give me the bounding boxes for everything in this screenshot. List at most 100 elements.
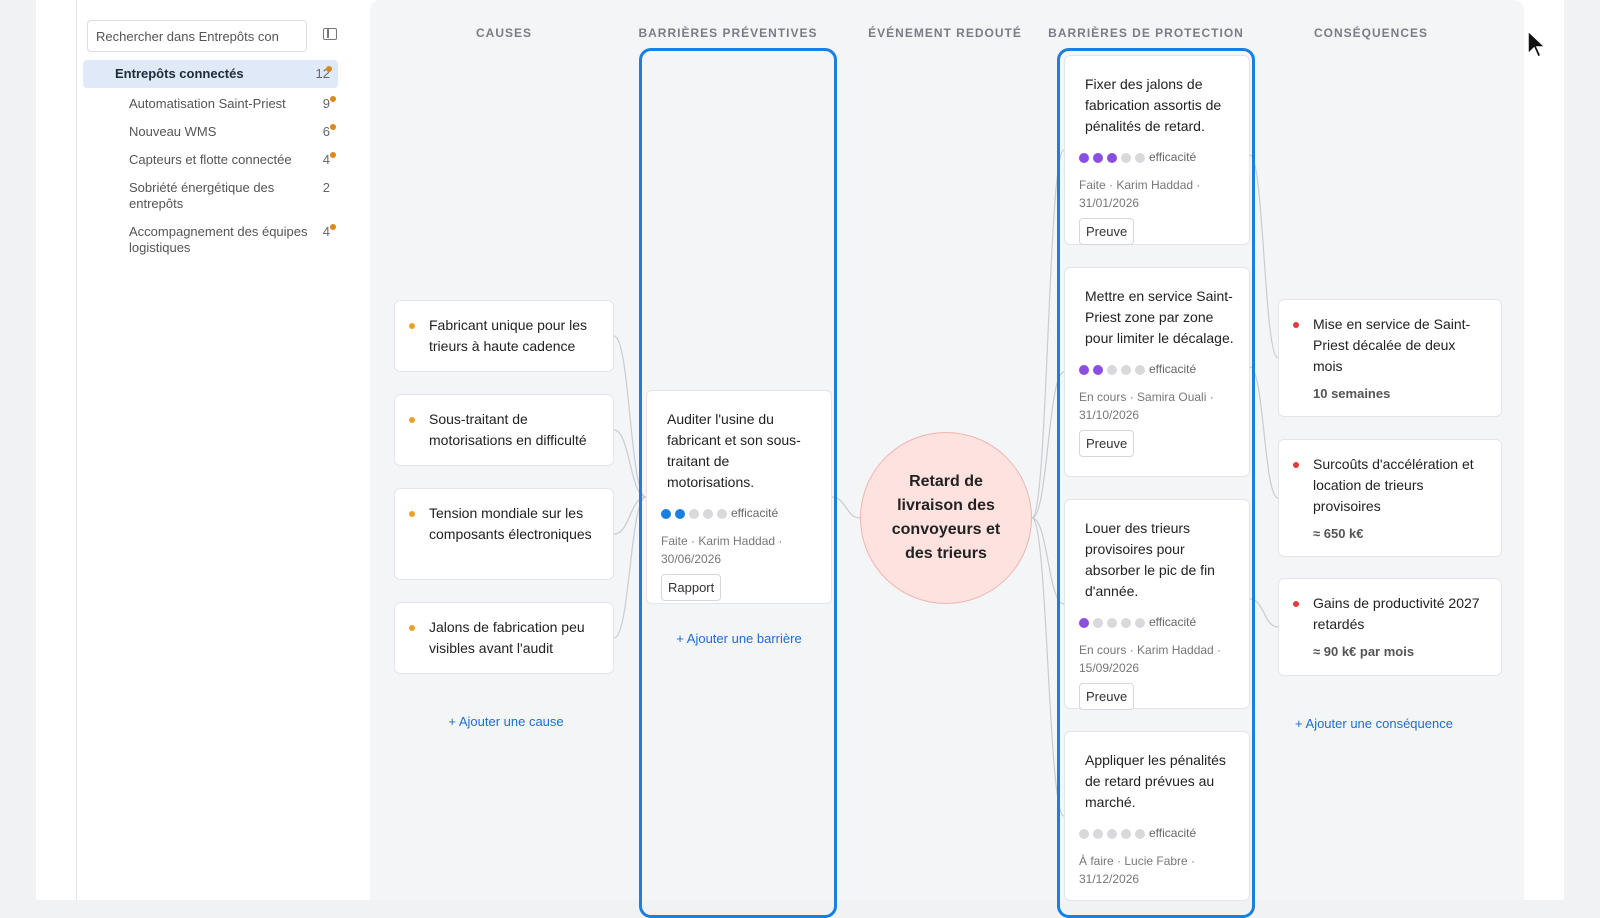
barrier-text: Auditer l'usine du fabricant et son sous… xyxy=(667,411,801,490)
barrier-meta: En cours · Samira Ouali · 31/10/2026 xyxy=(1079,390,1214,422)
consequence-card[interactable]: Surcoûts d'accélération et location de t… xyxy=(1278,439,1502,557)
rating-dot-icon xyxy=(1121,828,1131,839)
status-dot-icon xyxy=(330,152,336,158)
header-preventive: BARRIÈRES PRÉVENTIVES xyxy=(638,26,818,40)
consequence-bullet-icon xyxy=(1293,322,1299,328)
barrier-meta: À faire · Lucie Fabre · 31/12/2026 xyxy=(1079,854,1196,886)
effectiveness-label: efficacité xyxy=(1149,362,1197,376)
tree-item[interactable]: Sobriété énergétique des entrepôts 2 xyxy=(83,174,338,218)
tree-item[interactable]: Accompagnement des équipes logistiques 4 xyxy=(83,218,338,262)
rating-dot-icon xyxy=(1079,364,1089,375)
effectiveness-label: efficacité xyxy=(1149,826,1197,840)
tree-item-count: 2 xyxy=(322,180,330,195)
cause-bullet-icon xyxy=(409,511,415,517)
effectiveness-label: efficacité xyxy=(731,506,779,520)
header-protection: BARRIÈRES DE PROTECTION xyxy=(1048,26,1244,40)
rating-dot-icon xyxy=(703,508,713,519)
consequence-impact: ≈ 650 k€ xyxy=(1313,526,1364,541)
rating-dot-icon xyxy=(1093,364,1103,375)
barrier-text: Mettre en service Saint-Priest zone par … xyxy=(1085,288,1234,346)
consequence-impact: 10 semaines xyxy=(1313,386,1391,401)
consequence-impact: ≈ 90 k€ par mois xyxy=(1313,644,1415,659)
rating-dot-icon xyxy=(1079,828,1089,839)
consequence-card[interactable]: Mise en service de Saint-Priest décalée … xyxy=(1278,299,1502,417)
cause-card[interactable]: Jalons de fabrication peu visibles avant… xyxy=(394,602,614,674)
cause-bullet-icon xyxy=(409,625,415,631)
status-dot-icon xyxy=(326,66,332,72)
search-input[interactable] xyxy=(87,20,307,52)
effectiveness-rating: efficacité xyxy=(661,503,817,524)
bowtie-canvas: CAUSES BARRIÈRES PRÉVENTIVES ÉVÉNEMENT R… xyxy=(370,0,1547,918)
tree-item-count: 4 xyxy=(322,224,330,239)
barrier-meta: Faite · Karim Haddad · 30/06/2026 xyxy=(661,534,783,566)
barrier-text: Fixer des jalons de fabrication assortis… xyxy=(1085,76,1222,134)
rating-dot-icon xyxy=(1093,828,1103,839)
connector-line xyxy=(613,496,647,535)
tree-item-label: Nouveau WMS xyxy=(129,124,217,139)
header-consequences: CONSÉQUENCES xyxy=(1313,26,1429,40)
rating-dot-icon xyxy=(661,508,671,519)
proof-button[interactable]: Preuve xyxy=(1079,430,1135,457)
consequence-card[interactable]: Gains de productivité 2027 retardés ≈ 90 … xyxy=(1278,578,1502,676)
cause-card[interactable]: Tension mondiale sur les composants élec… xyxy=(394,488,614,580)
barrier-card[interactable]: Mettre en service Saint-Priest zone par … xyxy=(1064,267,1250,477)
proof-button[interactable]: Rapport xyxy=(661,574,722,601)
header-causes: CAUSES xyxy=(475,26,532,40)
cause-card[interactable]: Sous-traitant de motorisations en diffic… xyxy=(394,394,614,466)
barrier-meta: En cours · Karim Haddad · 15/09/2026 xyxy=(1079,643,1222,675)
mouse-cursor-icon xyxy=(1527,30,1547,59)
sidebar-search-row xyxy=(87,20,377,52)
effectiveness-rating: efficacité xyxy=(1079,147,1235,168)
tree-item-count: 9 xyxy=(322,96,330,111)
rating-dot-icon xyxy=(1079,152,1089,163)
tree-item-label: Sobriété énergétique des entrepôts xyxy=(129,180,275,211)
cause-text: Tension mondiale sur les composants élec… xyxy=(429,505,592,542)
consequence-text: Gains de productivité 2027 retardés xyxy=(1313,595,1480,632)
rating-dot-icon xyxy=(1121,152,1131,163)
barrier-card[interactable]: Fixer des jalons de fabrication assortis… xyxy=(1064,55,1250,245)
barrier-text: Appliquer les pénalités de retard prévue… xyxy=(1085,752,1226,810)
rating-dot-icon xyxy=(1135,617,1145,628)
tree-item[interactable]: Automatisation Saint-Priest 9 xyxy=(83,90,338,118)
rating-dot-icon xyxy=(1093,617,1103,628)
tree-item-label: Entrepôts connectés xyxy=(115,66,244,81)
rating-dot-icon xyxy=(689,508,699,519)
rating-dot-icon xyxy=(1107,617,1117,628)
effectiveness-rating: efficacité xyxy=(1079,612,1235,633)
rating-dot-icon xyxy=(1093,152,1103,163)
feared-event[interactable]: Retard de livraison des convoyeurs et de… xyxy=(860,432,1032,604)
add-cause-link[interactable]: + Ajouter une cause xyxy=(448,714,564,729)
add-barrier-link[interactable]: + Ajouter une barrière xyxy=(676,631,802,646)
status-dot-icon xyxy=(330,224,336,230)
barrier-card[interactable]: Louer des trieurs provisoires pour absor… xyxy=(1064,499,1250,710)
rating-dot-icon xyxy=(1121,364,1131,375)
consequence-text: Mise en service de Saint-Priest décalée … xyxy=(1313,316,1471,374)
rating-dot-icon xyxy=(1135,364,1145,375)
tree-item-count: 4 xyxy=(322,152,330,167)
status-dot-icon xyxy=(330,96,336,102)
proof-button[interactable]: Preuve xyxy=(1079,218,1135,245)
cause-text: Fabricant unique pour les trieurs à haut… xyxy=(429,317,587,354)
status-dot-icon xyxy=(330,124,336,130)
consequence-bullet-icon xyxy=(1293,601,1299,607)
proof-button[interactable]: Preuve xyxy=(1079,683,1135,710)
panel-toggle-icon[interactable] xyxy=(323,28,337,40)
barrier-card[interactable]: Appliquer les pénalités de retard prévue… xyxy=(1064,731,1250,901)
rating-dot-icon xyxy=(1107,364,1117,375)
tree-item-label: Automatisation Saint-Priest xyxy=(129,96,286,111)
cause-bullet-icon xyxy=(409,417,415,423)
effectiveness-rating: efficacité xyxy=(1079,823,1235,844)
rating-dot-icon xyxy=(1135,152,1145,163)
add-consequence-link[interactable]: + Ajouter une conséquence xyxy=(1295,716,1453,731)
barrier-text: Louer des trieurs provisoires pour absor… xyxy=(1085,520,1215,599)
barrier-card[interactable]: Auditer l'usine du fabricant et son sous… xyxy=(646,390,832,604)
cause-card[interactable]: Fabricant unique pour les trieurs à haut… xyxy=(394,300,614,372)
cause-bullet-icon xyxy=(409,323,415,329)
header-event: ÉVÉNEMENT REDOUTÉ xyxy=(868,26,1022,40)
tree-item-label: Accompagnement des équipes logistiques xyxy=(129,224,308,255)
